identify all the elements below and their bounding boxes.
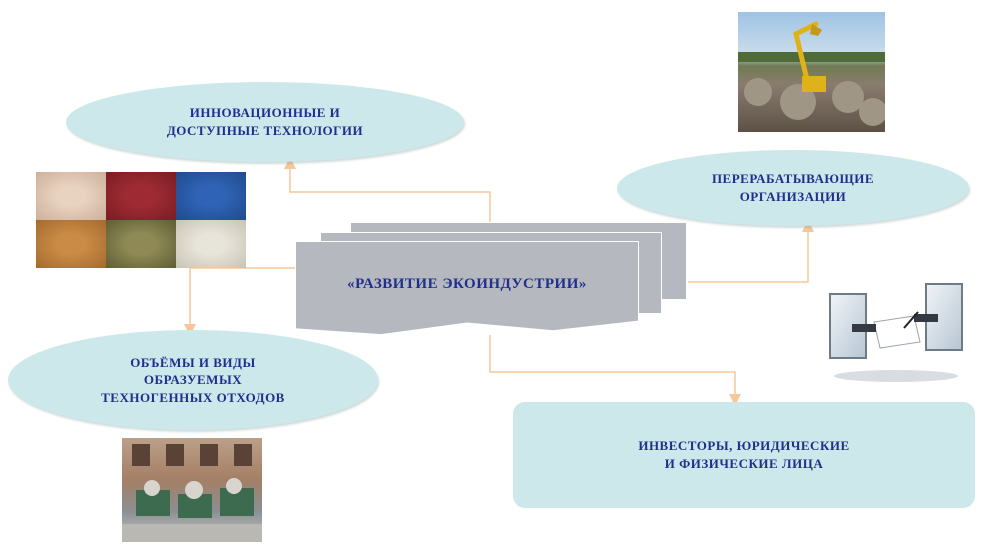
dumpsters-photo [122,438,262,542]
processing-line-1: ПЕРЕРАБАТЫВАЮЩИЕ [711,171,875,187]
node-waste: ОБЪЁМЫ И ВИДЫ ОБРАЗУЕМЫХ ТЕХНОГЕННЫХ ОТХ… [8,330,378,430]
waste-line-2: ОБРАЗУЕМЫХ [143,372,243,388]
material-samples-image [36,172,246,268]
technologies-line-2: ДОСТУПНЫЕ ТЕХНОЛОГИИ [166,123,364,138]
connector-to-processing [688,220,814,283]
connector-to-technologies [284,157,491,222]
node-processing: ПЕРЕРАБАТЫВАЮЩИЕ ОРГАНИЗАЦИИ [617,150,969,226]
excavator-photo [738,12,885,132]
investors-line-1: ИНВЕСТОРЫ, ЮРИДИЧЕСКИЕ [638,438,850,454]
processing-line-2: ОРГАНИЗАЦИИ [739,189,847,204]
node-technologies: ИННОВАЦИОННЫЕ И ДОСТУПНЫЕ ТЕХНОЛОГИИ [66,82,464,162]
screens-handshake-icon [829,283,963,382]
waste-line-3: ТЕХНОГЕННЫХ ОТХОДОВ [101,389,285,405]
doc-page-front: «РАЗВИТИЕ ЭКОИНДУСТРИИ» [295,241,639,335]
connector-to-investors [489,335,741,406]
investors-line-2: И ФИЗИЧЕСКИЕ ЛИЦА [664,456,824,471]
excavator-icon [738,21,885,126]
dumpsters-icon [122,444,262,542]
technologies-line-1: ИННОВАЦИОННЫЕ И [189,105,341,121]
node-investors: ИНВЕСТОРЫ, ЮРИДИЧЕСКИЕ И ФИЗИЧЕСКИЕ ЛИЦА [513,402,975,508]
waste-line-1: ОБЪЁМЫ И ВИДЫ [130,354,256,370]
handshake-image [822,272,970,390]
connector-to-waste [184,267,300,336]
center-title: «РАЗВИТИЕ ЭКОИНДУСТРИИ» [347,276,587,293]
